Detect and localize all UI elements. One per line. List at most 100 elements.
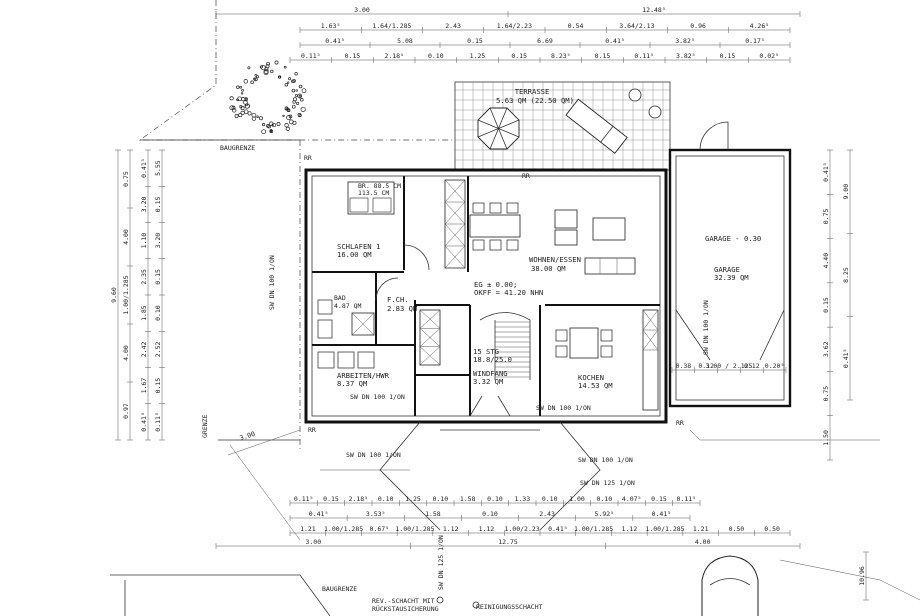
dimension-value: 2.18⁵: [384, 52, 404, 60]
tree-dot: [239, 85, 243, 89]
tree-dot: [253, 77, 257, 81]
sewer-label: SW DN 100 1/ON: [578, 456, 633, 464]
dimension-value: 0.97: [122, 403, 130, 419]
dimension-value: 1.64/2.23: [497, 22, 532, 30]
dimension-value: 3.00 / 2.125: [706, 362, 753, 370]
dimension-value: 2.52: [154, 341, 162, 357]
garage-name: GARAGE: [714, 265, 740, 274]
dimension-value: 5.55: [154, 160, 162, 176]
sofa-symbol: [584, 257, 636, 275]
tree-dot: [293, 97, 297, 102]
tree-dot: [294, 93, 298, 97]
tree-dot: [284, 82, 289, 87]
dimension-value: 3.00: [305, 538, 321, 546]
chair-symbol: [506, 239, 519, 251]
wc-area: 2.83 QM: [387, 304, 418, 313]
dimension-value: 3.82⁵: [676, 52, 696, 60]
baugrenze-label: BAUGRENZE: [322, 585, 357, 593]
tree-dot: [298, 114, 302, 118]
sewer-label: SW DN 125 1/ON: [580, 479, 635, 487]
tree-dot: [292, 120, 297, 125]
dimension-value: 0.15: [467, 37, 483, 45]
dimension-value: 3.82⁵: [675, 37, 695, 45]
tree-dot: [240, 110, 245, 116]
dimension-value: 1.00: [569, 495, 585, 503]
door-swing-symbol: [375, 277, 399, 301]
dimension-value: 5.92⁵: [595, 510, 615, 518]
tree-dot: [270, 69, 274, 74]
chair-symbol: [600, 329, 613, 342]
tree-dot: [283, 65, 287, 69]
dimension-value: 3.00: [239, 430, 256, 442]
sewer-label: SW DN 100 1/ON: [702, 300, 710, 355]
tree-dot: [287, 81, 290, 84]
utility-area: 8.37 QM: [337, 379, 368, 388]
dimension-value: 1.10: [140, 233, 148, 249]
revision-shaft-symbol: [436, 596, 444, 604]
baugrenze-label: BAUGRENZE: [220, 144, 255, 152]
dimension-value: 0.15: [154, 269, 162, 285]
tree-dot: [247, 66, 251, 70]
tree-dot: [285, 126, 290, 131]
tree-dot: [291, 104, 296, 109]
terrace-area: 5.63 QM (22.50 QM): [496, 96, 574, 105]
tree-dot: [282, 114, 285, 118]
chair-symbol: [555, 329, 568, 342]
chair-symbol: [506, 202, 519, 214]
dimension-value: 0.17⁵: [745, 37, 765, 45]
sewer-label: SW DN 100 1/ON: [350, 393, 405, 401]
dimension-value: 0.67⁵: [370, 525, 390, 533]
dimension-value: 8.25: [842, 267, 850, 283]
dimension-value: 2.43: [539, 510, 555, 518]
tree-symbol: [229, 60, 307, 135]
dimension-value: 4.00: [122, 345, 130, 361]
rr-label: RR: [676, 419, 684, 427]
tree-dot: [256, 75, 259, 79]
dimension-value: 0.02⁵: [759, 52, 779, 60]
kitchen-area: 14.53 QM: [578, 381, 613, 390]
dimension-value: 1.58: [425, 510, 441, 518]
dimension-value: 0.41⁵: [822, 162, 830, 182]
dimension-value: 1.12: [621, 525, 637, 533]
kitchen-counter-symbol: [642, 309, 659, 411]
dimension-value: 0.15: [720, 52, 736, 60]
sewer-label: SW DN 100 1/ON: [346, 451, 401, 459]
chair-symbol: [472, 202, 485, 214]
dimension-value: 2.43: [445, 22, 461, 30]
tree-dot: [268, 121, 274, 127]
tree-dot: [301, 88, 307, 94]
dimension-value: 4.26⁵: [750, 22, 770, 30]
dimension-value: 1.00/1.285: [574, 525, 613, 533]
sun-lounger-symbol: [565, 98, 628, 154]
garage-door-swing: [699, 121, 729, 151]
dimension-value: 0.11⁵: [154, 412, 162, 432]
dimension-value: 0.20⁵: [765, 362, 785, 370]
coffee-table-symbol: [592, 217, 626, 241]
wc-name: F.CH.: [387, 295, 409, 304]
window-height-label: 113.5 CM: [358, 189, 389, 197]
armchair-symbol: [554, 209, 578, 229]
dimension-value: 1.00/1.285: [645, 525, 684, 533]
dimension-value: 12.48⁵: [642, 6, 665, 14]
dimension-value: 2.35: [140, 269, 148, 285]
dimension-value: 1.63⁵: [321, 22, 341, 30]
dimension-value: 2.18⁵: [349, 495, 369, 503]
window-width-label: BR. 88.5 CM: [358, 182, 401, 190]
bedroom-name: SCHLAFEN 1: [337, 242, 380, 251]
terrace-name: TERRASSE: [515, 87, 550, 96]
dimension-value: 8.23⁵: [551, 52, 571, 60]
tree-dot: [247, 111, 252, 116]
tree-dot: [251, 112, 257, 118]
tree-dot: [258, 116, 263, 121]
bath-area: 4.87 QM: [334, 302, 361, 310]
dimension-value: 0.10: [596, 495, 612, 503]
dimension-value: 0.15: [154, 378, 162, 394]
tree-dot: [236, 85, 240, 89]
dimension-value: 4.40: [822, 253, 830, 269]
vestibule-area: 3.32 QM: [473, 377, 504, 386]
dimension-value: 1.58: [460, 495, 476, 503]
rr-label: RR: [522, 172, 530, 180]
dimension-value: 0.41⁵: [548, 525, 568, 533]
appliance-symbol: [317, 351, 335, 369]
